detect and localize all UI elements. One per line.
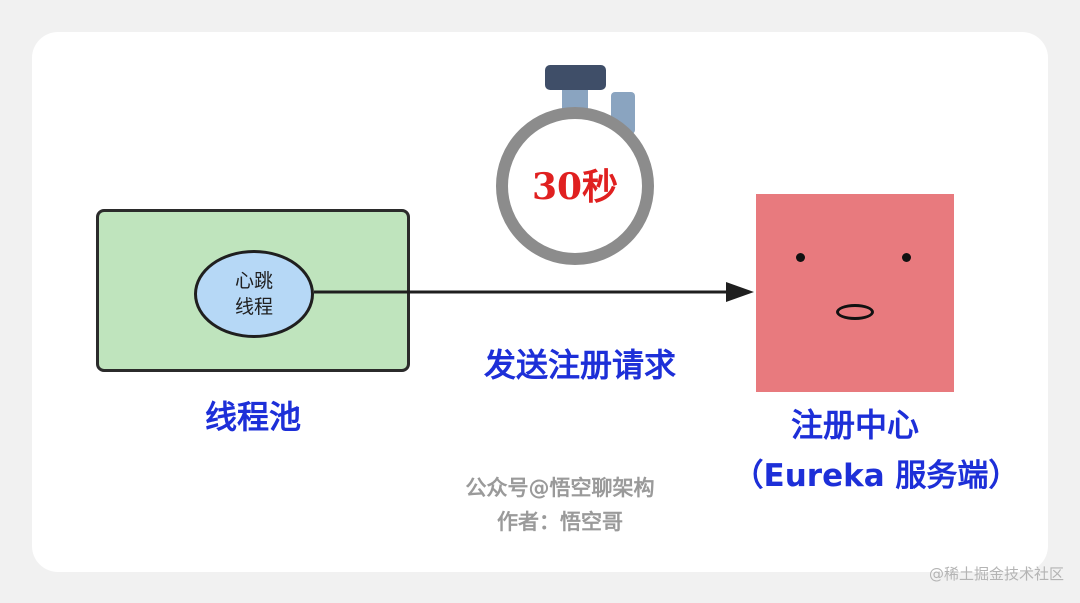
stopwatch-dial (496, 107, 654, 265)
stopwatch-top-button (545, 65, 606, 90)
timer-label: 30秒 (531, 166, 619, 208)
thread-pool-label: 线程池 (204, 398, 301, 436)
server-left-eye-icon (796, 253, 805, 262)
registry-subtitle: （Eureka 服务端） (732, 458, 1020, 494)
arrow-head-icon (726, 282, 754, 302)
registry-title: 注册中心 (790, 406, 919, 444)
credit-author: 作者：悟空哥 (497, 510, 623, 534)
register-request-label: 发送注册请求 (483, 346, 676, 384)
server-mouth-icon (836, 304, 874, 320)
server-right-eye-icon (902, 253, 911, 262)
thread-label-line2: 线程 (234, 296, 273, 318)
heartbeat-thread-node: 心跳 线程 (194, 250, 314, 338)
credit-account: 公众号@悟空聊架构 (465, 476, 655, 500)
thread-label-line1: 心跳 (234, 270, 273, 292)
site-watermark: @稀土掘金技术社区 (928, 565, 1064, 583)
registry-server-box (756, 194, 954, 392)
